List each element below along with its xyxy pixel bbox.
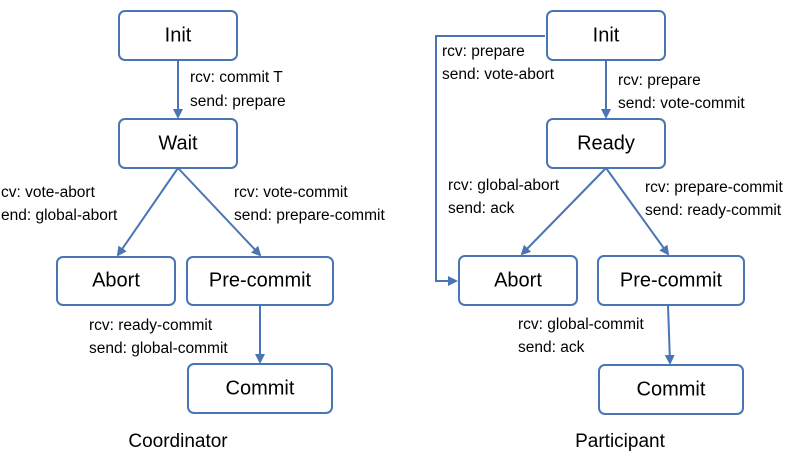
label-coord-wait-precommit-rcv: rcv: vote-commit	[234, 184, 348, 201]
label-coord-wait-precommit-send: send: prepare-commit	[234, 207, 385, 224]
label-coord-wait-abort-rcv: cv: vote-abort	[1, 184, 96, 201]
state-label: Init	[593, 24, 620, 46]
label-part-init-ready-rcv: rcv: prepare	[618, 72, 701, 89]
label-part-ready-precommit-rcv: rcv: prepare-commit	[645, 179, 783, 196]
state-part-init: Init	[546, 10, 666, 61]
caption-coordinator: Coordinator	[128, 431, 228, 452]
label-part-init-abort-rcv: rcv: prepare	[442, 43, 525, 60]
state-coord-abort: Abort	[56, 256, 176, 306]
state-coord-init: Init	[118, 10, 238, 61]
label-part-ready-precommit-send: send: ready-commit	[645, 202, 782, 219]
label-part-ready-abort-send: send: ack	[448, 200, 515, 217]
coordinator-diagram: Init Wait Abort Pre-commit Commit rcv: c…	[1, 10, 385, 452]
state-label: Abort	[92, 269, 140, 291]
state-label: Ready	[577, 132, 635, 154]
state-coord-wait: Wait	[118, 118, 238, 169]
label-coord-init-wait-rcv: rcv: commit T	[190, 69, 283, 86]
edge-part-init-abort	[435, 35, 545, 286]
edge-part-precommit-commit	[664, 304, 675, 365]
label-part-init-abort-send: send: vote-abort	[442, 66, 555, 83]
label-coord-precommit-commit-rcv: rcv: ready-commit	[89, 317, 213, 334]
label-coord-precommit-commit-send: send: global-commit	[89, 340, 228, 357]
edge-part-ready-precommit	[605, 167, 670, 256]
state-part-commit: Commit	[598, 364, 744, 415]
participant-diagram: Init Ready Abort Pre-commit Commit rcv: …	[435, 10, 783, 452]
state-label: Init	[165, 24, 192, 46]
state-part-abort: Abort	[458, 255, 578, 306]
state-coord-commit: Commit	[187, 363, 333, 414]
state-label: Pre-commit	[620, 269, 723, 291]
label-part-precommit-commit-rcv: rcv: global-commit	[518, 316, 644, 333]
state-part-ready: Ready	[546, 118, 666, 169]
state-label: Pre-commit	[209, 269, 312, 291]
label-coord-wait-abort-send: end: global-abort	[1, 207, 118, 224]
state-label: Abort	[494, 269, 542, 291]
state-label: Commit	[637, 378, 706, 400]
edge-coord-wait-precommit	[177, 167, 262, 257]
label-part-init-ready-send: send: vote-commit	[618, 95, 745, 112]
label-coord-init-wait-send: send: prepare	[190, 93, 286, 110]
label-part-ready-abort-rcv: rcv: global-abort	[448, 177, 560, 194]
state-label: Wait	[158, 132, 198, 154]
caption-participant: Participant	[575, 431, 665, 452]
edge-coord-wait-abort	[116, 167, 179, 257]
state-part-precommit: Pre-commit	[597, 255, 745, 306]
state-coord-precommit: Pre-commit	[186, 256, 334, 306]
label-part-precommit-commit-send: send: ack	[518, 339, 585, 356]
state-label: Commit	[226, 377, 295, 399]
edge-part-ready-abort	[520, 167, 607, 256]
